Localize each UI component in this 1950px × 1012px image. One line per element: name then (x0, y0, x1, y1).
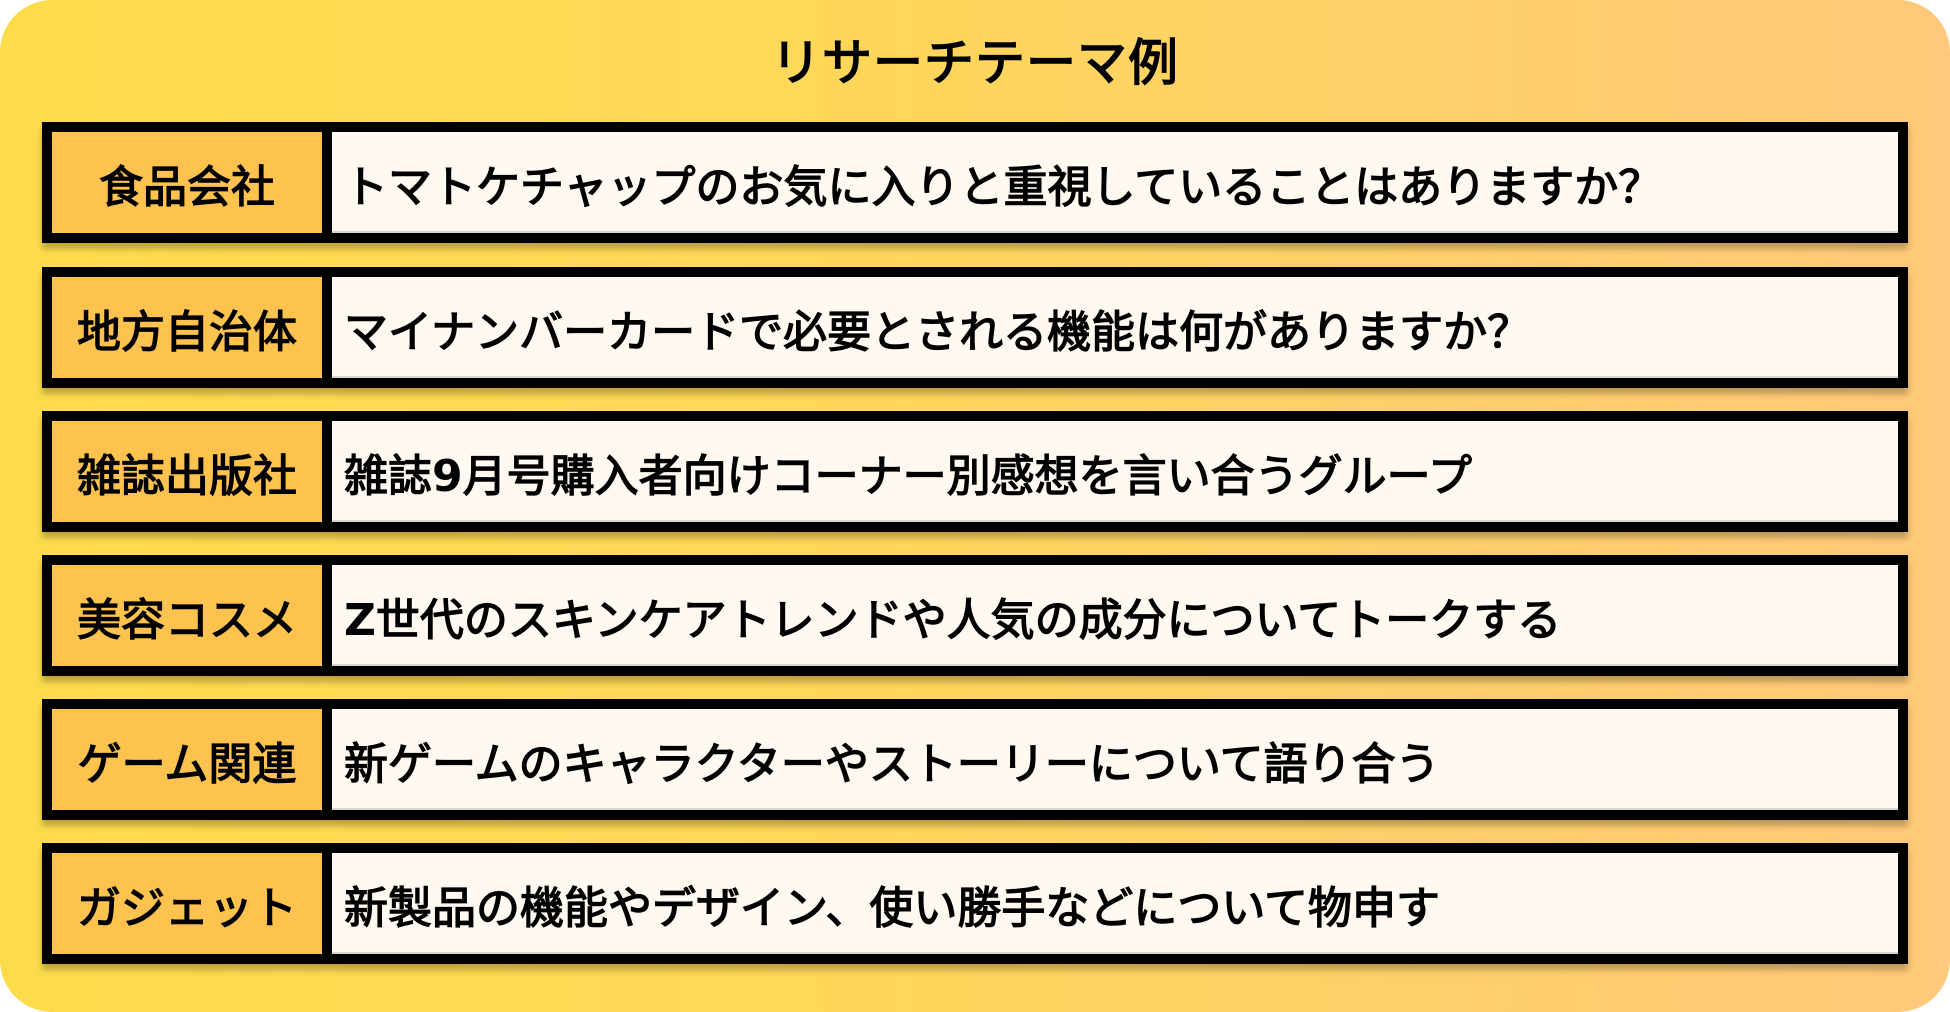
divider (322, 277, 332, 378)
theme-text: 雑誌9月号購入者向けコーナー別感想を言い合うグループ (332, 421, 1898, 522)
divider (322, 565, 332, 666)
theme-text: マイナンバーカードで必要とされる機能は何がありますか？ (332, 277, 1898, 378)
divider (322, 132, 332, 233)
theme-row-magazine: 雑誌出版社 雑誌9月号購入者向けコーナー別感想を言い合うグループ (42, 411, 1908, 532)
theme-row-beauty: 美容コスメ Z世代のスキンケアトレンドや人気の成分についてトークする (42, 555, 1908, 676)
category-label: ガジェット (52, 853, 322, 954)
theme-row-game: ゲーム関連 新ゲームのキャラクターやストーリーについて語り合う (42, 699, 1908, 820)
theme-row-gadget: ガジェット 新製品の機能やデザイン、使い勝手などについて物申す (42, 843, 1908, 964)
divider (322, 709, 332, 810)
category-label: 地方自治体 (52, 277, 322, 378)
category-label: 食品会社 (52, 132, 322, 233)
page-title: リサーチテーマ例 (771, 34, 1179, 92)
category-label: 雑誌出版社 (52, 421, 322, 522)
divider (322, 421, 332, 522)
category-label: 美容コスメ (52, 565, 322, 666)
theme-row-food: 食品会社 トマトケチャップのお気に入りと重視していることはありますか？ (42, 122, 1908, 243)
theme-text: 新ゲームのキャラクターやストーリーについて語り合う (332, 709, 1898, 810)
divider (322, 853, 332, 954)
theme-row-local-government: 地方自治体 マイナンバーカードで必要とされる機能は何がありますか？ (42, 267, 1908, 388)
theme-text: 新製品の機能やデザイン、使い勝手などについて物申す (332, 853, 1898, 954)
category-label: ゲーム関連 (52, 709, 322, 810)
theme-text: Z世代のスキンケアトレンドや人気の成分についてトークする (332, 565, 1898, 666)
theme-text: トマトケチャップのお気に入りと重視していることはありますか？ (332, 132, 1898, 233)
